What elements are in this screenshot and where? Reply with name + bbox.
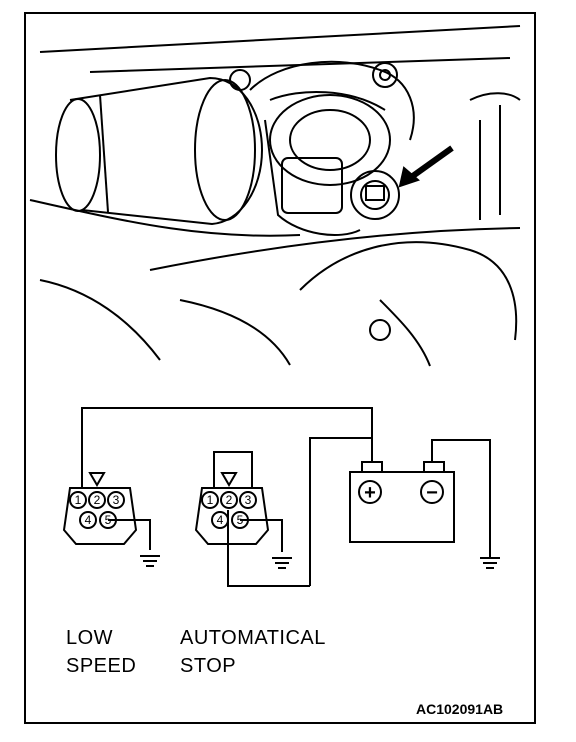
wiring-lines xyxy=(81,407,491,587)
figure-frame xyxy=(24,12,536,724)
label-stop: STOP xyxy=(180,655,237,677)
battery-positive-sign: + xyxy=(364,482,376,504)
connector-low-speed xyxy=(62,472,160,567)
auto-pin-3: 3 xyxy=(245,493,252,507)
figure-code: AC102091AB xyxy=(416,701,504,717)
auto-pin-2: 2 xyxy=(226,493,233,507)
label-low-speed: LOW SPEED xyxy=(66,624,136,680)
wiper-motor-illustration xyxy=(29,25,521,367)
label-automatical-stop: AUTOMATICAL STOP xyxy=(180,624,326,680)
label-speed: SPEED xyxy=(66,655,137,677)
low-pin-5: 5 xyxy=(105,513,112,527)
low-pin-3: 3 xyxy=(113,493,120,507)
label-automatical: AUTOMATICAL xyxy=(180,627,326,649)
low-pin-1: 1 xyxy=(75,493,82,507)
battery-negative-sign: − xyxy=(426,482,438,504)
auto-pin-4: 4 xyxy=(217,513,224,527)
connector-automatic-stop xyxy=(194,472,292,569)
low-pin-4: 4 xyxy=(85,513,92,527)
label-low: LOW xyxy=(66,627,114,649)
auto-pin-1: 1 xyxy=(207,493,214,507)
battery xyxy=(349,461,455,543)
ground-symbol-battery xyxy=(480,557,500,569)
auto-pin-5: 5 xyxy=(237,513,244,527)
low-pin-2: 2 xyxy=(94,493,101,507)
